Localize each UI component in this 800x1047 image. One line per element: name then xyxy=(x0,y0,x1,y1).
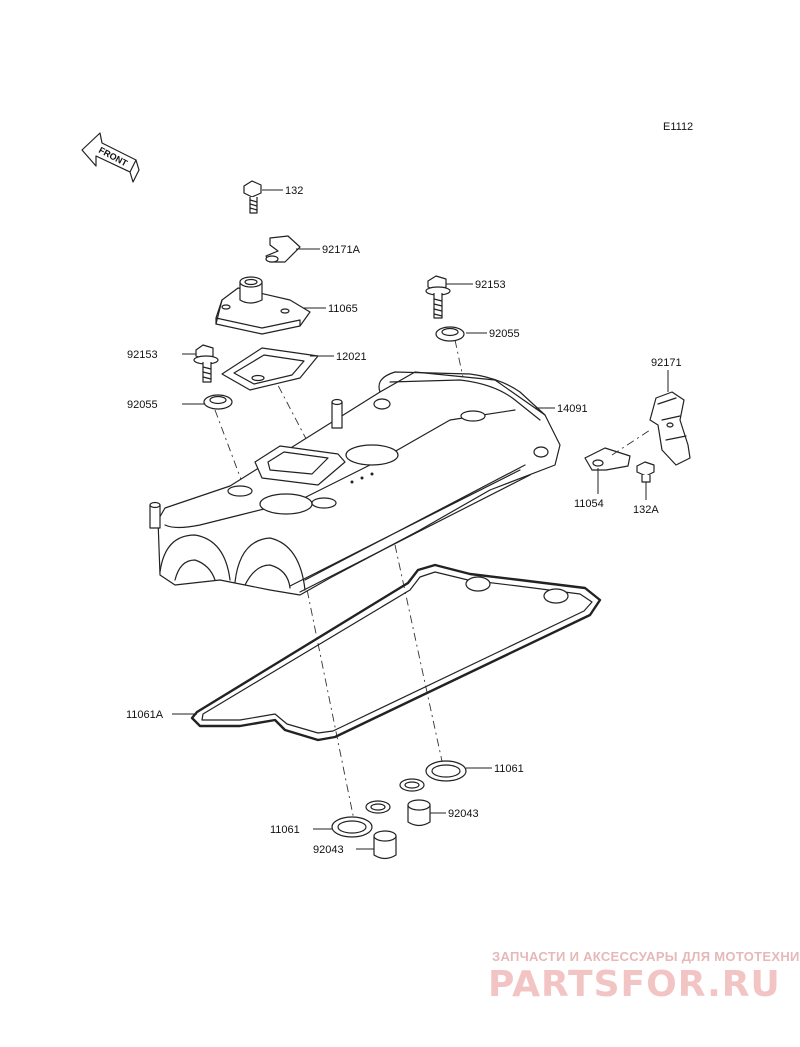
label-132: 132 xyxy=(285,185,303,197)
dowel-pin-92043-left xyxy=(373,830,397,860)
bolt-132 xyxy=(243,180,262,214)
bolt-92153-right xyxy=(425,275,451,319)
gasket-12021 xyxy=(221,347,319,391)
label-132A: 132A xyxy=(633,504,659,516)
label-92043-right: 92043 xyxy=(448,808,479,820)
label-92153-right: 92153 xyxy=(475,279,506,291)
label-92043-left: 92043 xyxy=(313,844,344,856)
bolt-92153-left xyxy=(193,344,219,383)
watermark-tagline: ЗАПЧАСТИ И АКСЕССУАРЫ ДЛЯ МОТОТЕХНИКИ xyxy=(492,949,800,964)
cover-gasket-11061A xyxy=(190,563,602,742)
label-11061-right: 11061 xyxy=(494,763,524,775)
label-92171: 92171 xyxy=(651,357,682,369)
label-92055-left: 92055 xyxy=(127,399,158,411)
label-12021: 12021 xyxy=(336,351,367,363)
label-11061-left: 11061 xyxy=(270,824,300,836)
label-92171A: 92171A xyxy=(322,244,361,256)
leader-lines xyxy=(172,189,669,850)
bolt-132A xyxy=(636,461,655,483)
label-11061A: 11061A xyxy=(126,709,164,721)
label-11065: 11065 xyxy=(328,303,358,315)
label-92153-left: 92153 xyxy=(127,349,158,361)
bracket-92171 xyxy=(649,391,691,466)
clamp-92171A xyxy=(265,235,301,263)
watermark-brand: PARTSFOR.RU xyxy=(488,964,781,1005)
label-92055-right: 92055 xyxy=(489,328,520,340)
cylinder-head-cover-14091 xyxy=(149,371,561,596)
label-11054: 11054 xyxy=(574,498,604,510)
gasket-11061-right xyxy=(399,760,467,792)
diagram-code: E1112 xyxy=(663,121,693,133)
dowel-pin-92043-right xyxy=(407,799,431,827)
bracket-11054 xyxy=(584,429,651,471)
washer-92055-left xyxy=(203,394,233,410)
label-14091: 14091 xyxy=(557,403,588,415)
front-arrow-icon: FRONT xyxy=(81,132,140,183)
gasket-11061-left xyxy=(331,800,391,838)
breather-cover-11065 xyxy=(215,276,311,335)
washer-92055-right xyxy=(435,326,465,342)
